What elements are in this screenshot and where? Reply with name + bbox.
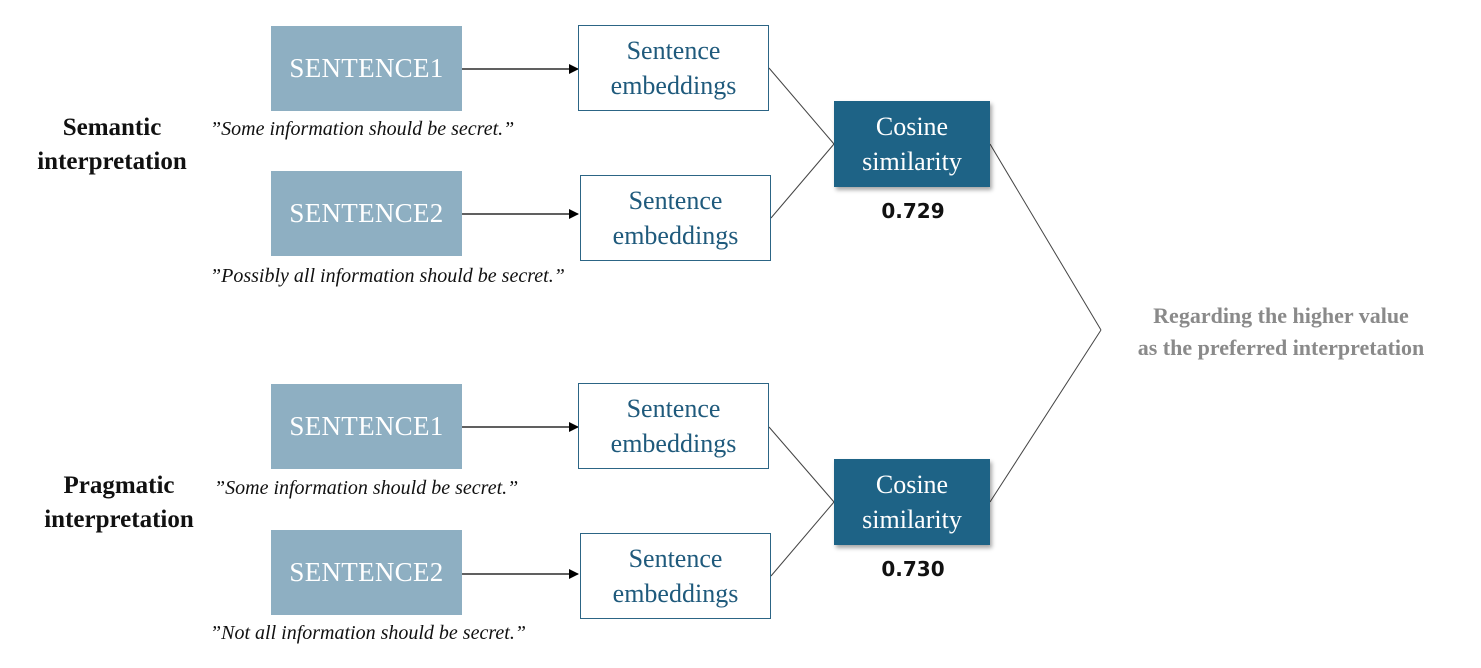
pragmatic-label-line2: interpretation	[44, 506, 194, 533]
semantic-sentence1-box: SENTENCE1	[271, 26, 462, 111]
semantic-embeddings1-box: Sentence embeddings	[578, 25, 769, 111]
line-semantic-embed2-to-cos	[770, 143, 835, 219]
semantic-cos-line1: Cosine	[875, 112, 949, 141]
semantic-sentence2-quote: ”Possibly all information should be secr…	[210, 265, 565, 287]
pragmatic-sentence1-box: SENTENCE1	[271, 384, 462, 469]
pragmatic-sentence2-quote: ”Not all information should be secret.”	[210, 622, 526, 644]
pragmatic-embed1-line1: Sentence	[626, 394, 721, 423]
semantic-embed2-line1: Sentence	[628, 186, 723, 215]
semantic-label-line2: interpretation	[37, 148, 187, 175]
semantic-embed1-line1: Sentence	[626, 36, 721, 65]
semantic-sentence2-box: SENTENCE2	[271, 171, 462, 256]
conclusion-line2: as the preferred interpretation	[1137, 335, 1425, 360]
line-pragmatic-cos-to-conclusion	[989, 329, 1102, 503]
semantic-score: 0.729	[881, 199, 945, 223]
semantic-sentence1-quote: ”Some information should be secret.”	[210, 118, 515, 140]
pragmatic-embed2-line2: embeddings	[612, 579, 739, 608]
pragmatic-sentence2-box: SENTENCE2	[271, 530, 462, 615]
line-pragmatic-embed1-to-cos	[768, 426, 835, 503]
line-pragmatic-embed2-to-cos	[770, 501, 835, 577]
semantic-label-line1: Semantic	[62, 114, 162, 141]
line-semantic-embed1-to-cos	[768, 67, 835, 145]
semantic-embed2-line2: embeddings	[612, 221, 739, 250]
pragmatic-embed2-line1: Sentence	[628, 544, 723, 573]
semantic-embed1-line2: embeddings	[610, 71, 737, 100]
semantic-embeddings2-box: Sentence embeddings	[580, 175, 771, 261]
conclusion-line1: Regarding the higher value	[1153, 303, 1409, 328]
pragmatic-embeddings1-box: Sentence embeddings	[578, 383, 769, 469]
pragmatic-label-line1: Pragmatic	[63, 472, 175, 499]
semantic-cosine-similarity-box: Cosine similarity	[834, 101, 990, 187]
pragmatic-interpretation-label: Pragmatic interpretation	[25, 469, 213, 537]
conclusion-text: Regarding the higher value as the prefer…	[1105, 300, 1457, 364]
pragmatic-embed1-line2: embeddings	[610, 429, 737, 458]
pragmatic-cosine-similarity-box: Cosine similarity	[834, 459, 990, 545]
pragmatic-sentence1-quote: ”Some information should be secret.”	[214, 477, 519, 499]
line-semantic-cos-to-conclusion	[989, 143, 1102, 331]
pragmatic-embeddings2-box: Sentence embeddings	[580, 533, 771, 619]
semantic-interpretation-label: Semantic interpretation	[18, 111, 206, 179]
pragmatic-cos-line2: similarity	[862, 505, 962, 534]
semantic-cos-line2: similarity	[862, 147, 962, 176]
pragmatic-cos-line1: Cosine	[875, 470, 949, 499]
pragmatic-score: 0.730	[881, 557, 945, 581]
